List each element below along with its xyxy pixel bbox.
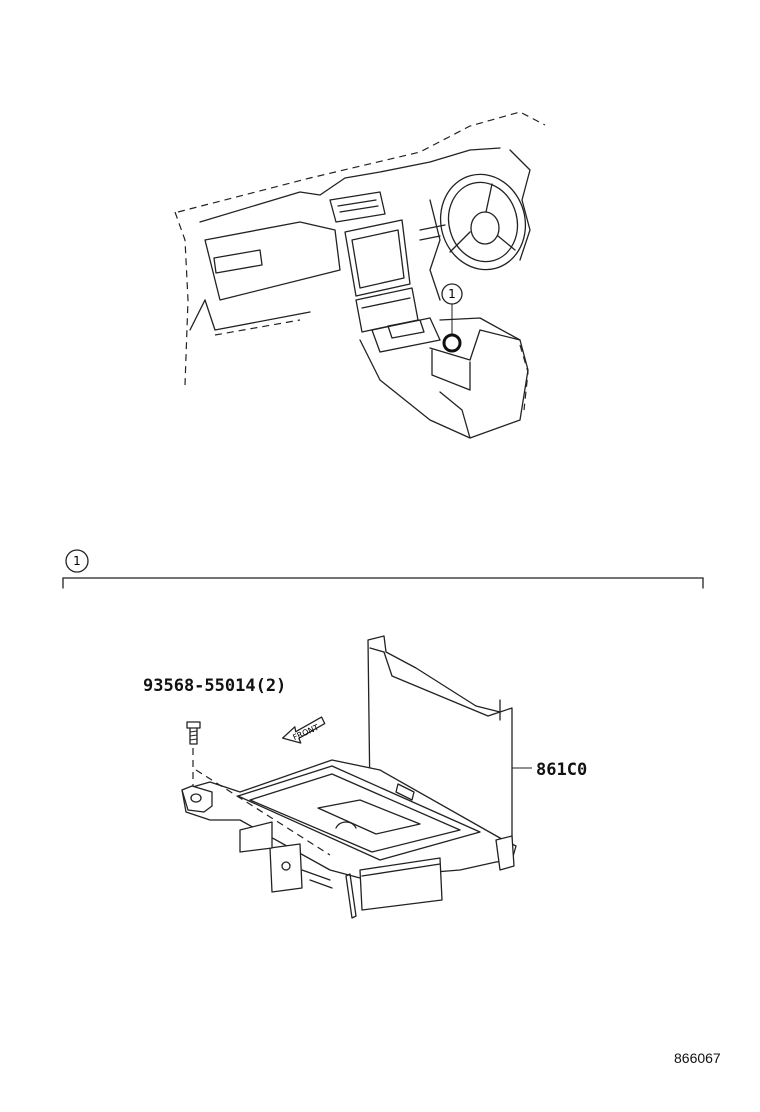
overview-callout-number: 1 (448, 287, 456, 301)
bolt-part-number: 93568-55014(2) (143, 676, 287, 696)
bolt-drawing (186, 721, 201, 790)
front-arrow (281, 716, 326, 744)
detail-section-header (62, 549, 704, 589)
console-tray-drawing (181, 635, 517, 919)
tray-part-number: 861C0 (536, 760, 588, 780)
diagram-id: 866067 (674, 1050, 721, 1066)
dashboard-illustration (174, 111, 546, 439)
section-callout-number: 1 (73, 554, 81, 568)
